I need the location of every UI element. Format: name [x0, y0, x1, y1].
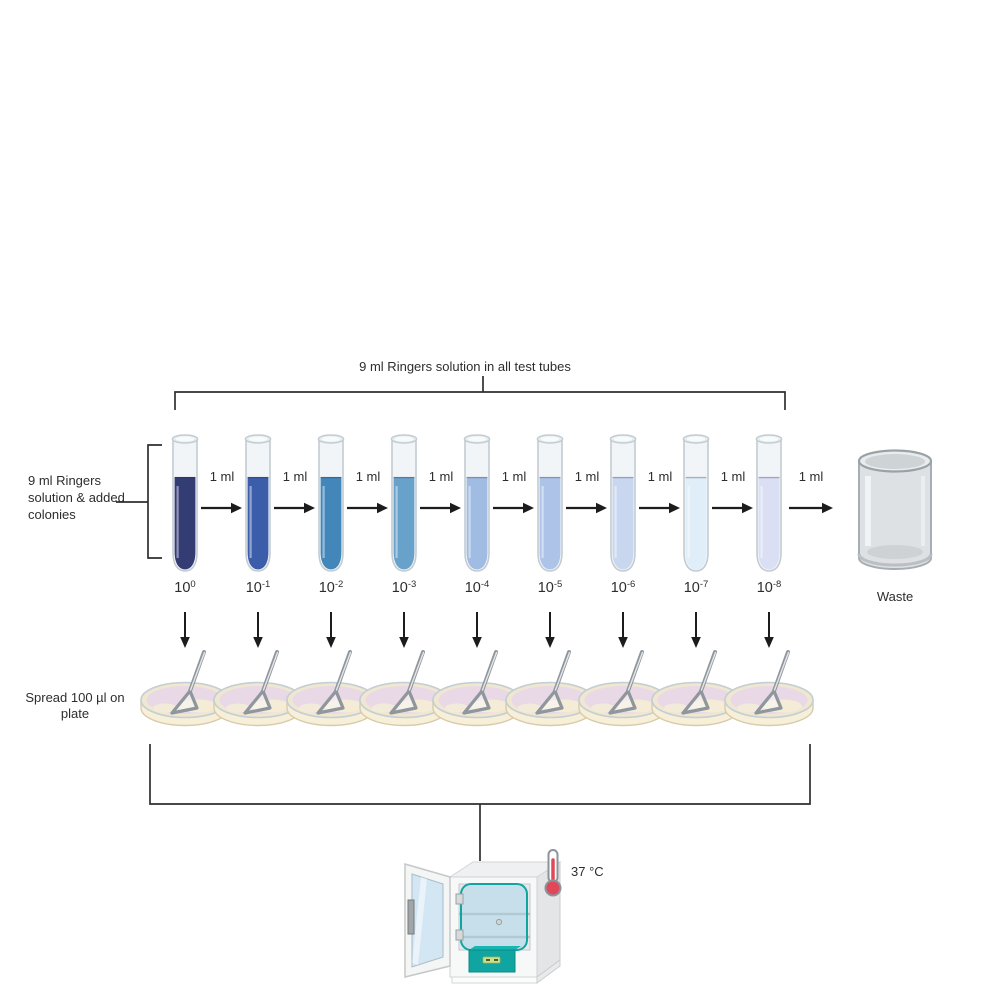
transfer-volume-label: 1 ml	[574, 469, 600, 484]
transfer-arrow	[566, 500, 607, 521]
top-bracket	[174, 391, 786, 410]
incubator-base	[451, 976, 538, 984]
left-bracket-label-line1: 9 ml Ringers	[28, 473, 101, 488]
dilution-label: 10-7	[683, 579, 709, 596]
glass-door-hinge-top	[455, 893, 464, 905]
dilution-label: 10-4	[464, 579, 490, 596]
bottom-bracket	[149, 744, 811, 805]
incubator-temperature-label: 37 °C	[571, 864, 604, 879]
test-tube-10e-4	[457, 430, 497, 587]
plate-arrow	[690, 611, 702, 654]
dilution-label: 10-2	[318, 579, 344, 596]
dilution-label: 10-8	[756, 579, 782, 596]
spread-plate-label: Spread 100 µl on plate	[16, 690, 134, 722]
left-bracket-label-line3: colonies	[28, 507, 76, 522]
left-bracket	[147, 444, 162, 559]
transfer-volume-label: 1 ml	[647, 469, 673, 484]
dilution-label: 10-1	[245, 579, 271, 596]
left-bracket-label-line2: solution & added	[28, 490, 125, 505]
plate-arrow	[252, 611, 264, 654]
transfer-volume-label: 1 ml	[428, 469, 454, 484]
incubator-door-handle	[407, 899, 415, 935]
agar-plate-with-spreader	[719, 646, 819, 736]
control-panel-display	[482, 956, 501, 964]
agar-plate-with-spreader	[135, 646, 235, 736]
test-tube-10e-8	[749, 430, 789, 587]
test-tube-10e-3	[384, 430, 424, 587]
spread-plate-label-line2: plate	[60, 706, 90, 721]
incubator	[404, 849, 562, 984]
agar-plate-with-spreader	[354, 646, 454, 736]
agar-plate-with-spreader	[573, 646, 673, 736]
test-tube-10e-5	[530, 430, 570, 587]
plate-arrow	[544, 611, 556, 654]
transfer-volume-label: 1 ml	[282, 469, 308, 484]
plate-arrow	[617, 611, 629, 654]
agar-plate-with-spreader	[427, 646, 527, 736]
agar-plate-with-spreader	[646, 646, 746, 736]
test-tube-10e-6	[603, 430, 643, 587]
plate-arrow	[471, 611, 483, 654]
transfer-volume-label: 1 ml	[209, 469, 235, 484]
agar-plate-with-spreader	[281, 646, 381, 736]
transfer-arrow	[201, 500, 242, 521]
transfer-arrow	[347, 500, 388, 521]
plate-arrow	[325, 611, 337, 654]
transfer-volume-label: 1 ml	[720, 469, 746, 484]
dilution-label: 10-5	[537, 579, 563, 596]
transfer-volume-label: 1 ml	[355, 469, 381, 484]
transfer-arrow	[639, 500, 680, 521]
incubator-glass-door	[460, 883, 528, 951]
test-tube-10e0	[165, 430, 205, 587]
waste-beaker	[857, 449, 933, 570]
test-tube-10e-1	[238, 430, 278, 587]
transfer-volume-label: 1 ml	[798, 469, 824, 484]
transfer-arrow	[420, 500, 461, 521]
dilution-label: 10-6	[610, 579, 636, 596]
transfer-arrow	[493, 500, 534, 521]
left-bracket-label: 9 ml Ringers solution & added colonies	[28, 472, 148, 523]
test-tube-10e-7	[676, 430, 716, 587]
plate-arrow	[763, 611, 775, 654]
transfer-arrow-to-waste	[789, 500, 833, 521]
dilution-label: 100	[174, 579, 196, 596]
top-bracket-label: 9 ml Ringers solution in all test tubes	[359, 359, 571, 374]
glass-door-hinge-bottom	[455, 929, 464, 941]
test-tube-10e-2	[311, 430, 351, 587]
spread-plate-label-line1: Spread 100 µl on	[25, 690, 125, 705]
transfer-arrow	[712, 500, 753, 521]
plate-arrow	[179, 611, 191, 654]
transfer-arrow	[274, 500, 315, 521]
transfer-volume-label: 1 ml	[501, 469, 527, 484]
plate-arrow	[398, 611, 410, 654]
dilution-label: 10-3	[391, 579, 417, 596]
glass-door-knob	[495, 918, 503, 926]
thermometer-icon	[544, 849, 562, 897]
waste-label: Waste	[876, 589, 914, 604]
